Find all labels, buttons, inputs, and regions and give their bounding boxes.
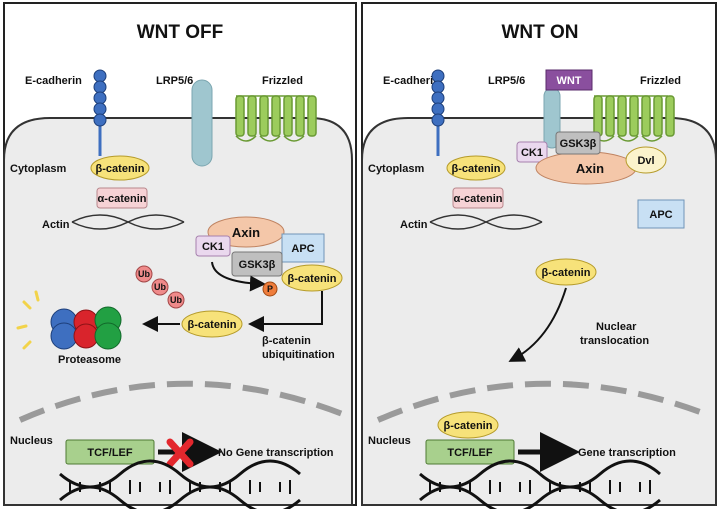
axin-label: Axin [232,225,260,240]
beta-catenin-complex-label: β-catenin [288,273,337,285]
beta-catenin-membrane [446,155,506,181]
beta-catenin-free-label: β-catenin [542,267,591,279]
ck1-label: CK1 [521,147,543,159]
proteasome-complex [16,290,122,350]
ubiquitination-label-line2: ubiquitination [262,349,335,361]
ecadherin-label: E-cadherin [25,75,82,87]
actin-filament [71,214,185,230]
beta-catenin-degraded-label: β-catenin [188,319,237,331]
actin-label: Actin [400,219,428,231]
ubiquitin-chain: Ub Ub Ub [135,265,185,309]
apc-box [281,233,325,263]
nuclear-envelope [18,380,347,423]
nucleus-label: Nucleus [10,435,53,447]
tcf-lef-box [65,439,155,465]
beta-catenin-nuclear [437,411,499,439]
proteasome-label: Proteasome [58,354,121,366]
frizzled-receptor [593,95,675,142]
ub-label: Ub [170,295,182,305]
apc-box [637,199,685,229]
beta-catenin-membrane-label: β-catenin [452,163,501,175]
alpha-catenin-box [452,187,504,209]
translocation-label-line1: Nuclear [596,321,637,333]
phosphorylation-arrow [211,261,266,292]
beta-catenin-degraded [181,310,243,338]
no-transcription-label: No Gene transcription [218,447,334,459]
panel-title: WNT OFF [137,22,224,43]
blocked-x-icon [166,438,194,468]
lrp-label: LRP5/6 [156,75,193,87]
panel-title: WNT ON [501,22,578,43]
translocation-label-line2: translocation [580,335,649,347]
translocation-arrow [508,287,567,362]
tcf-lef-label: TCF/LEF [447,447,492,459]
panel-wnt-on: WNT ON E-cadherin LRP5/6 Frizzled WNT [361,2,717,509]
alpha-catenin-box [96,187,148,209]
lrp-receptor [191,79,213,167]
actin-label: Actin [42,219,70,231]
tcf-lef-box [425,439,515,465]
apc-label: APC [291,243,314,255]
nucleus-label: Nucleus [368,435,411,447]
dna-helix [419,459,661,509]
lrp-label: LRP5/6 [488,75,525,87]
dvl-label: Dvl [637,155,654,167]
actin-filament [429,214,543,230]
beta-catenin-nuclear-label: β-catenin [444,420,493,432]
gsk3b-box [555,131,601,155]
phospho-marker [262,281,278,297]
dvl-ellipse [625,146,667,174]
ub-label: Ub [154,282,166,292]
beta-catenin-membrane-label: β-catenin [96,163,145,175]
ub-label: Ub [138,269,150,279]
ecadherin-label: E-cadherin [383,75,440,87]
alpha-catenin-label: α-catenin [98,193,147,205]
wnt-label: WNT [556,75,581,87]
gsk3b-label: GSK3β [560,138,597,150]
frizzled-receptor [235,95,317,142]
frizzled-label: Frizzled [640,75,681,87]
tcf-lef-label: TCF/LEF [87,447,132,459]
phospho-label: P [267,284,273,294]
axin-label: Axin [576,161,604,176]
apc-label: APC [649,209,672,221]
panel-wnt-off: WNT OFF E-cadherin LRP5/6 Frizzled [3,2,357,509]
ck1-box [516,141,548,163]
ubiquitination-label-line1: β-catenin [262,335,311,347]
ecadherin-receptor [93,69,107,156]
cytoplasm-label: Cytoplasm [10,163,66,175]
nuclear-envelope [376,380,710,423]
ecadherin-receptor [431,69,445,156]
ubiquitination-arrow [248,291,323,332]
beta-catenin-free [535,258,597,286]
gene-transcription-label: Gene transcription [578,447,676,459]
frizzled-label: Frizzled [262,75,303,87]
ck1-label: CK1 [202,241,224,253]
cytoplasm-label: Cytoplasm [368,163,424,175]
wnt-ligand [545,69,593,91]
beta-catenin-membrane [90,155,150,181]
dna-helix [59,459,301,509]
beta-catenin-complex [281,264,343,292]
alpha-catenin-label: α-catenin [454,193,503,205]
gsk3b-label: GSK3β [239,259,276,271]
ck1-box [195,235,231,257]
